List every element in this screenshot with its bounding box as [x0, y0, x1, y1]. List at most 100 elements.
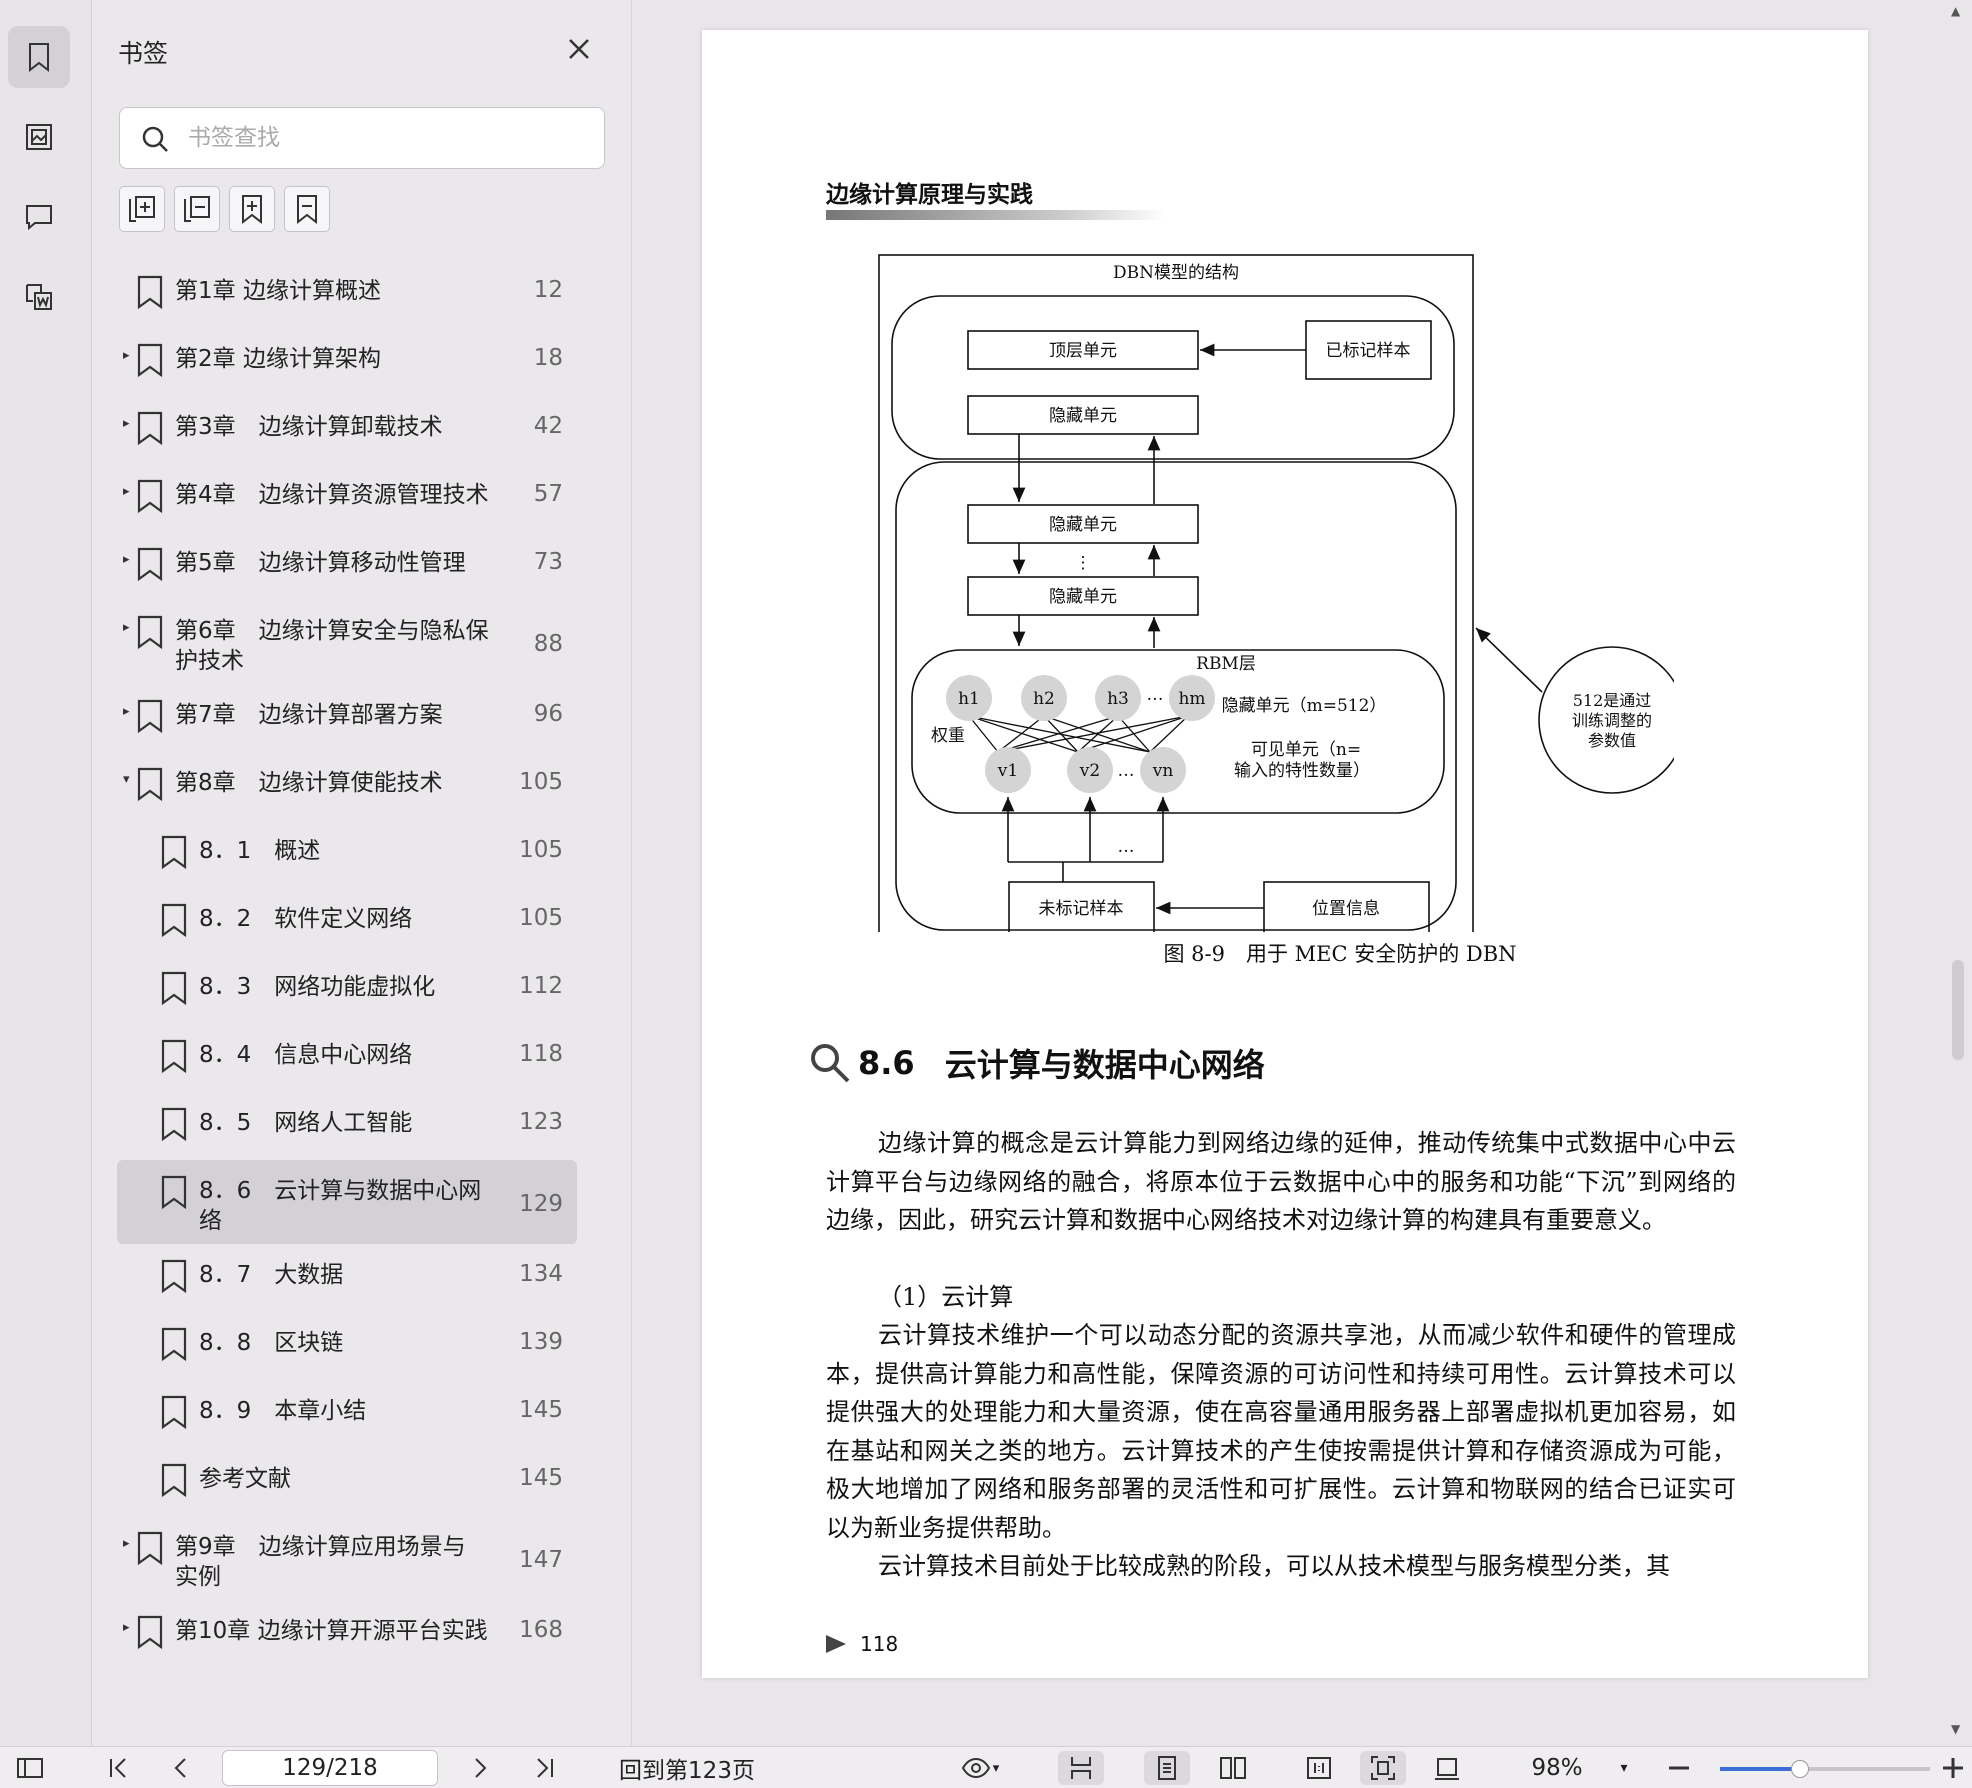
collapsed-arrow-icon[interactable]: ▸ [123, 1620, 130, 1635]
actual-size-button[interactable] [1296, 1751, 1342, 1785]
collapsed-arrow-icon[interactable]: ▸ [123, 552, 130, 567]
figure-caption: 图 8-9 用于 MEC 安全防护的 DBN [1163, 942, 1517, 966]
collapse-all-button[interactable] [174, 186, 220, 232]
bookmark-icon [136, 1531, 164, 1566]
fit-width-button[interactable] [1424, 1751, 1470, 1785]
expanded-arrow-icon[interactable]: ▾ [123, 772, 130, 787]
continuous-scroll-button[interactable] [1058, 1751, 1104, 1785]
hidden-unit-label-3: 隐藏单元 [1049, 587, 1117, 607]
single-page-button[interactable] [1144, 1751, 1190, 1785]
bookmark-icon [160, 1259, 188, 1294]
node-h1 [946, 675, 992, 721]
scroll-down-icon[interactable]: ▼ [1951, 1722, 1961, 1736]
convert-word-button[interactable] [8, 266, 70, 328]
close-panel-button[interactable] [564, 34, 594, 64]
collapsed-arrow-icon[interactable]: ▸ [123, 484, 130, 499]
prev-page-button[interactable] [163, 1751, 199, 1785]
zoom-level[interactable]: 98% [1531, 1755, 1583, 1781]
zoom-in-button[interactable] [1938, 1751, 1968, 1785]
back-to-page-link[interactable]: 回到第123页 [619, 1758, 755, 1784]
zoom-slider-knob[interactable] [1790, 1760, 1809, 1778]
view-mode-dropdown[interactable]: ▾ [950, 1751, 1010, 1785]
chevron-right-icon [475, 1758, 487, 1778]
bookmark-icon [136, 411, 164, 446]
bookmark-panel-button[interactable] [8, 26, 70, 88]
bookmark-page-number: 12 [533, 277, 563, 303]
fit-page-button[interactable] [1360, 1751, 1406, 1785]
collapsed-arrow-icon[interactable]: ▸ [123, 416, 130, 431]
toggle-sidebar-button[interactable] [12, 1751, 48, 1785]
bookmark-label: 第9章 边缘计算应用场景与 [175, 1534, 466, 1560]
bookmark-page-number: 145 [519, 1397, 563, 1423]
node-h3 [1095, 675, 1141, 721]
hidden-unit-box-2 [967, 504, 1199, 544]
zoom-dropdown-icon[interactable]: ▾ [1620, 1760, 1628, 1776]
next-page-button[interactable] [462, 1751, 498, 1785]
sidebar-toggle-icon [17, 1758, 43, 1778]
chevron-down-icon: ▾ [992, 1760, 1000, 1776]
expand-all-button[interactable] [119, 186, 165, 232]
plus-icon [1943, 1758, 1963, 1778]
bookmark-search-input[interactable] [188, 118, 588, 158]
hidden-ellipsis: … [1147, 685, 1164, 705]
weight-lines [968, 715, 1189, 753]
bookmark-search-box[interactable] [119, 107, 605, 169]
note-line-1: 512是通过 [1573, 691, 1652, 710]
node-hm-label: hm [1178, 689, 1205, 709]
bookmark-icon [29, 43, 49, 73]
bookmark-icon [136, 547, 164, 582]
scroll-up-icon[interactable]: ▲ [1951, 4, 1961, 18]
panel-title: 书签 [118, 39, 169, 68]
collapsed-arrow-icon[interactable]: ▸ [123, 620, 130, 635]
first-page-button[interactable] [100, 1751, 136, 1785]
thumbnail-panel-button[interactable] [8, 106, 70, 168]
note-line-2: 训练调整的 [1572, 711, 1652, 730]
bookmark-page-number: 105 [519, 905, 563, 931]
comment-panel-button[interactable] [8, 186, 70, 248]
close-icon [569, 39, 589, 59]
collapsed-arrow-icon[interactable]: ▸ [123, 704, 130, 719]
collapsed-arrow-icon[interactable]: ▸ [123, 1536, 130, 1551]
document-scroll-thumb[interactable] [1952, 960, 1964, 1060]
bookmark-icon [136, 343, 164, 378]
expand-icon [129, 196, 155, 222]
bookmark-icon [136, 699, 164, 734]
last-page-button[interactable] [527, 1751, 563, 1785]
add-bookmark-icon [242, 195, 262, 225]
zoom-slider[interactable] [1720, 1760, 1930, 1778]
paragraph-3: 云计算技术目前处于比较成熟的阶段，可以从技术模型与服务模型分类，其 [878, 1552, 1670, 1580]
document-scrollbar[interactable]: ▲ ▼ [1951, 0, 1964, 1746]
remove-bookmark-button[interactable] [284, 186, 330, 232]
add-bookmark-button[interactable] [229, 186, 275, 232]
two-page-button[interactable] [1210, 1751, 1256, 1785]
bookmark-label-continued: 络 [199, 1208, 222, 1234]
collapsed-arrow-icon[interactable]: ▸ [123, 348, 130, 363]
bookmark-page-number: 105 [519, 837, 563, 863]
page-number-input[interactable] [222, 1750, 438, 1786]
zoom-out-button[interactable] [1664, 1751, 1694, 1785]
collapse-icon [184, 196, 210, 222]
node-v2-label: v2 [1079, 761, 1100, 781]
single-page-icon [1158, 1756, 1176, 1780]
